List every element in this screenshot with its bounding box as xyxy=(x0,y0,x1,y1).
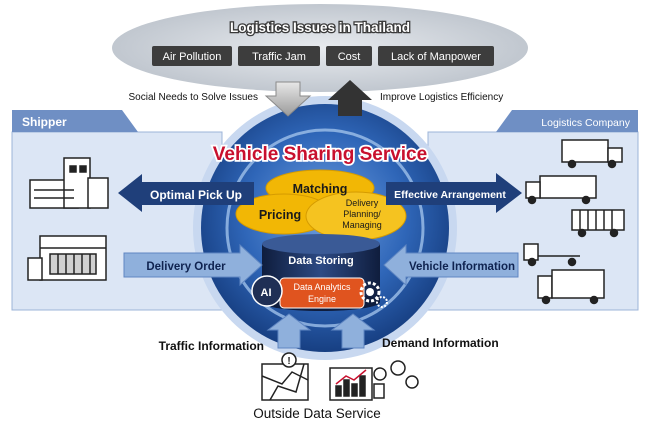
matching-label: Matching xyxy=(293,182,348,196)
logistics-issues-title: Logistics Issues in Thailand xyxy=(230,20,410,35)
vehicle-information-label: Vehicle Information xyxy=(409,261,515,273)
truck-icon xyxy=(537,269,605,305)
delivery-order-label: Delivery Order xyxy=(146,261,226,273)
optimal-pickup-label: Optimal Pick Up xyxy=(150,188,242,202)
traffic-up-arrow xyxy=(266,313,312,349)
logistics-issues-cloud: Logistics Issues in Thailand Air Polluti… xyxy=(112,4,528,92)
vehicle-information-arrow xyxy=(383,243,519,287)
analytics-engine-line2: Engine xyxy=(308,294,336,304)
logistics-company-label: Logistics Company xyxy=(541,117,630,129)
social-needs-caption: Social Needs to Solve Issues xyxy=(128,92,258,103)
map-icon xyxy=(261,363,309,401)
svg-text:!: ! xyxy=(287,356,290,367)
outside-data-service-label: Outside Data Service xyxy=(253,406,381,421)
delivery-planning-line2: Planning/ xyxy=(343,209,381,219)
effective-arrangement-label: Effective Arrangement xyxy=(394,189,506,201)
delivery-planning-line3: Managing xyxy=(342,220,382,230)
analytics-engine-line1: Data Analytics xyxy=(293,282,351,292)
data-storing-label: Data Storing xyxy=(288,255,353,267)
delivery-order-arrow xyxy=(123,243,263,287)
optimal-pickup-arrow xyxy=(118,174,254,212)
pricing-label: Pricing xyxy=(259,208,301,222)
bar-chart-icon xyxy=(329,367,373,401)
demand-information-label: Demand Information xyxy=(382,336,499,350)
gear-icon xyxy=(359,281,388,308)
factory-icon xyxy=(29,157,109,209)
up-arrow-icon xyxy=(328,80,372,116)
issue-lack-of-manpower: Lack of Manpower xyxy=(391,51,481,63)
ai-head-icon: AI xyxy=(251,275,283,307)
vehicle-sharing-title: Vehicle Sharing Service xyxy=(213,144,427,165)
down-arrow-icon xyxy=(264,81,312,117)
effective-arrangement-arrow xyxy=(386,173,522,213)
traffic-information-label: Traffic Information xyxy=(159,339,264,353)
truck-icon xyxy=(571,209,625,238)
demand-up-arrow xyxy=(330,313,376,349)
consumer-icons xyxy=(373,360,419,399)
truck-icon xyxy=(525,175,597,205)
delivery-planning-line1: Delivery xyxy=(346,198,379,208)
shipper-label: Shipper xyxy=(22,115,67,129)
issue-cost: Cost xyxy=(338,51,361,63)
truck-icon xyxy=(561,139,623,169)
issue-traffic-jam: Traffic Jam xyxy=(252,51,306,63)
improve-efficiency-caption: Improve Logistics Efficiency xyxy=(380,92,503,103)
truck-icon xyxy=(523,243,580,267)
alert-icon: ! xyxy=(281,352,297,368)
issue-air-pollution: Air Pollution xyxy=(163,51,222,63)
office-building-icon xyxy=(27,235,107,281)
service-functions: Matching Pricing Delivery Planning/ Mana… xyxy=(235,169,407,241)
svg-text:AI: AI xyxy=(261,287,272,299)
